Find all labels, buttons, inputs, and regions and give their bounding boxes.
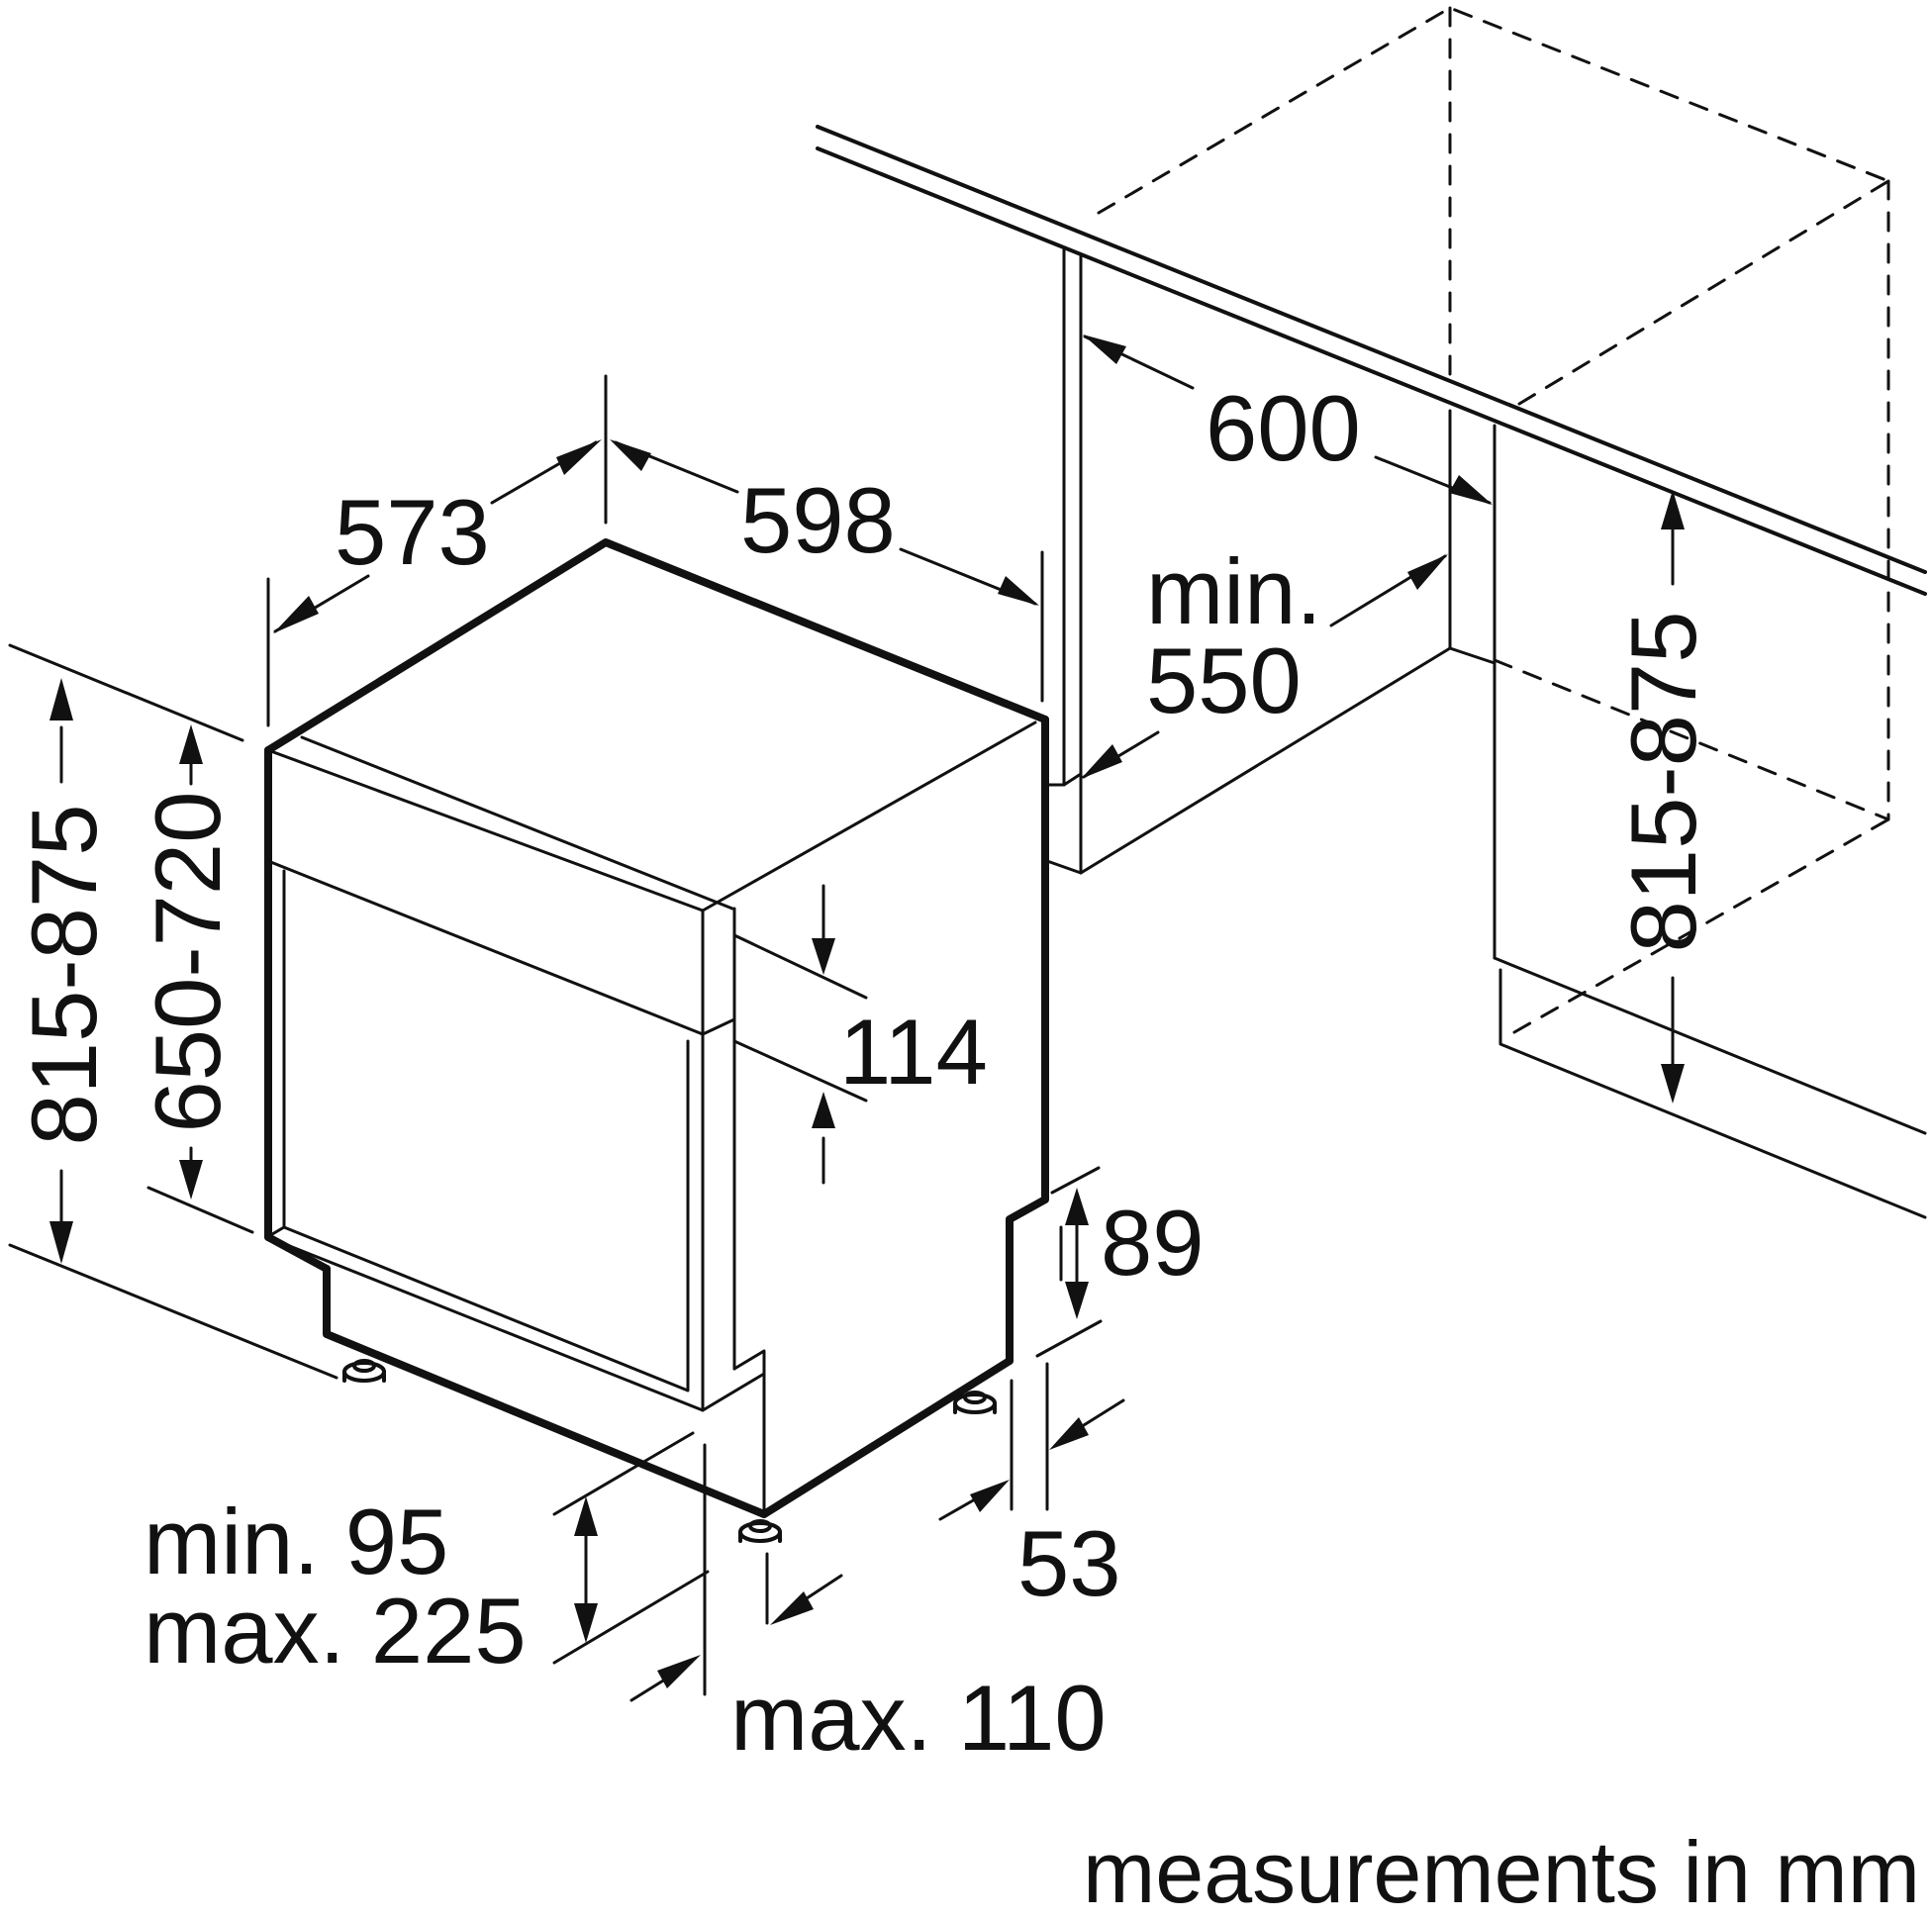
label-114: 114 <box>839 1000 988 1104</box>
dishwasher-feet <box>342 1359 997 1543</box>
dim-height-front <box>146 724 254 1234</box>
label-550: 550 <box>1146 628 1302 732</box>
foot-front-left <box>342 1359 386 1383</box>
label-650-720: 650-720 <box>136 792 240 1133</box>
right-cabinet-panel <box>1448 424 1927 1219</box>
label-max-225: max. 225 <box>144 1579 527 1682</box>
left-cabinet-panel <box>1045 247 1452 875</box>
dishwasher-body <box>264 538 1049 1518</box>
dim-width-depth <box>266 374 1044 727</box>
label-89: 89 <box>1101 1191 1205 1295</box>
label-53: 53 <box>1017 1511 1121 1615</box>
dim-control-panel <box>732 884 868 1185</box>
label-815-875-left: 815-875 <box>12 805 116 1146</box>
niche-cabinet <box>1097 6 1890 1034</box>
dim-niche-width <box>1083 335 1493 505</box>
foot-rear-right <box>953 1391 997 1414</box>
label-600: 600 <box>1206 376 1361 480</box>
label-min: min. <box>1146 539 1322 643</box>
dim-toe-kick-height <box>1035 1166 1103 1358</box>
dim-niche-height-right <box>1661 490 1685 1104</box>
caption-measurements: measurements in mm <box>1083 1823 1920 1921</box>
label-max-110: max. 110 <box>730 1666 1107 1770</box>
label-min-95: min. 95 <box>144 1490 448 1593</box>
worktop <box>816 125 1927 596</box>
label-573: 573 <box>335 480 490 584</box>
dim-height-left <box>8 643 338 1380</box>
dim-plinth-height <box>552 1431 710 1665</box>
dim-toe-kick-depth <box>938 1362 1125 1521</box>
label-598: 598 <box>740 468 896 572</box>
foot-front-right <box>738 1519 782 1543</box>
label-815-875-right: 815-875 <box>1611 612 1715 953</box>
dim-plinth-depth <box>629 1443 843 1702</box>
dim-niche-depth <box>1081 554 1448 779</box>
